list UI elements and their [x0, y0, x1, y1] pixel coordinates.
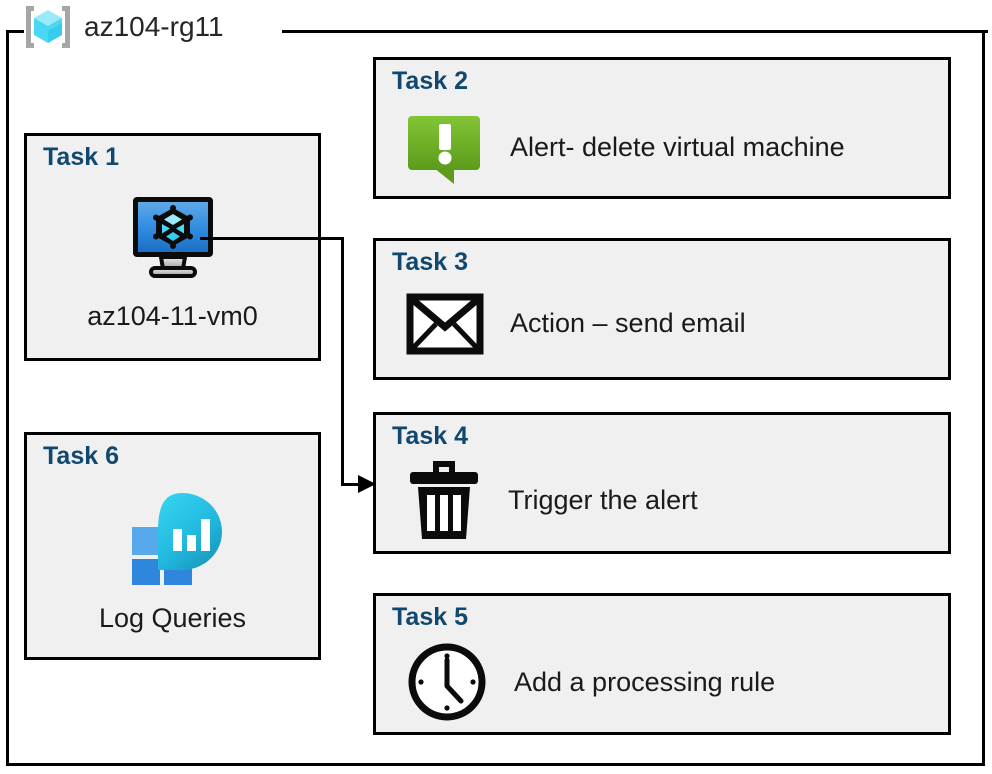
log-analytics-icon [27, 487, 318, 587]
card-task-5-text: Add a processing rule [514, 666, 776, 697]
card-task-1-title: Task 1 [43, 143, 119, 171]
card-task-3-title: Task 3 [392, 248, 468, 276]
resource-group-frame [6, 30, 985, 766]
connector-segment-horizontal-top [200, 237, 344, 240]
trash-can-icon [406, 457, 482, 543]
card-task-1-text: az104-11-vm0 [87, 301, 258, 331]
card-task-3[interactable]: Task 3 Action – send email [373, 238, 951, 380]
card-task-3-text: Action – send email [510, 307, 746, 338]
card-task-5[interactable]: Task 5 Add a processing rule [373, 593, 951, 735]
card-task-2-text: Alert- delete virtual machine [510, 131, 845, 162]
card-task-6-title: Task 6 [43, 442, 119, 470]
virtual-machine-icon [27, 193, 318, 279]
card-task-4-title: Task 4 [392, 422, 468, 450]
resource-group-header: az104-rg11 [20, 2, 224, 52]
card-task-2[interactable]: Task 2 Alert- delete virtual machin [373, 57, 951, 199]
arrowhead-right-icon [358, 475, 376, 493]
card-task-6-text: Log Queries [98, 603, 247, 633]
alert-exclamation-icon [406, 108, 484, 186]
azure-resource-group-icon [20, 2, 76, 52]
card-task-2-title: Task 2 [392, 67, 468, 95]
card-task-5-title: Task 5 [392, 603, 468, 631]
envelope-icon [406, 289, 484, 357]
resource-group-label: az104-rg11 [84, 11, 224, 42]
card-task-4-text: Trigger the alert [508, 484, 698, 515]
resource-group-frame-top-left-segment [6, 30, 24, 33]
clock-icon [406, 641, 488, 723]
resource-group-frame-top-right-segment [282, 30, 988, 33]
card-task-4[interactable]: Task 4 Trigger the alert [373, 412, 951, 554]
connector-segment-horizontal-bottom [341, 483, 369, 486]
card-task-6[interactable]: Task 6 [24, 432, 321, 660]
card-task-1[interactable]: Task 1 [24, 133, 321, 361]
connector-segment-vertical [341, 237, 344, 485]
